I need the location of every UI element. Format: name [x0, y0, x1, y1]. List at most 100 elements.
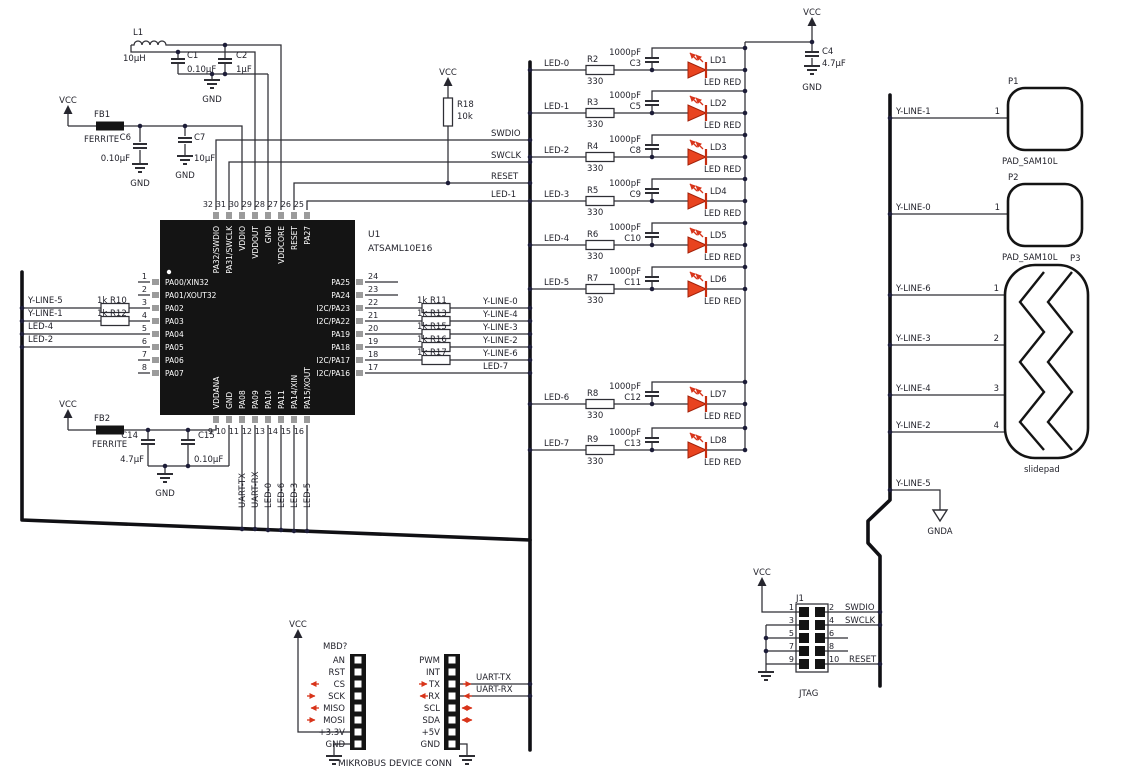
power-label: GND	[802, 83, 822, 93]
capacitor	[644, 100, 660, 106]
net-label: SWCLK	[845, 616, 875, 626]
ref-label: C1	[187, 51, 198, 61]
connector-label: MBD?	[323, 642, 347, 652]
capacitor	[644, 144, 660, 150]
led-channel: LED-4 R6 330 1000pF C10 LD5 LED RED	[530, 222, 745, 263]
pin-number: 7	[142, 350, 147, 359]
resistor-r16	[421, 341, 451, 353]
power-label: GND	[202, 95, 222, 105]
value-label: 1k	[417, 296, 427, 306]
ref-label: R10	[110, 296, 127, 306]
net-label: Y-LINE-1	[27, 309, 63, 319]
mcu: U1 ATSAML10E16 32 31 30 29 28 27 26 25 P…	[142, 200, 433, 436]
pin-number: 19	[368, 337, 378, 346]
pin-name: PA11	[277, 390, 286, 409]
power-label: VCC	[803, 8, 821, 18]
ref-label: LD6	[710, 275, 727, 285]
pin-name: PA05	[165, 343, 184, 352]
value-label: 0.10μF	[101, 154, 130, 164]
ref-label: R9	[587, 435, 598, 445]
capacitor	[644, 57, 660, 63]
resistor	[585, 444, 615, 456]
pin-number: 29	[242, 200, 252, 209]
vcc-symbol	[62, 408, 74, 431]
wires	[761, 598, 880, 672]
pin-number: 31	[216, 200, 226, 209]
value-label: LED RED	[704, 297, 742, 307]
pin-number: 9	[789, 655, 794, 664]
pin-name: PA27	[303, 226, 312, 245]
header-pin	[448, 668, 456, 676]
touch-pad-p1	[1006, 86, 1084, 152]
header-pin	[354, 680, 362, 688]
header-pin	[354, 716, 362, 724]
led-channel: LED-1 R3 330 1000pF C5 LD2 LED RED	[530, 90, 745, 131]
pin-number: 6	[829, 629, 834, 638]
ref-label: LD3	[710, 143, 727, 153]
value-label: 330	[587, 164, 603, 174]
part-label: PAD_SAM10L	[1002, 157, 1058, 167]
value-label: FERRITE	[92, 440, 127, 450]
mikrobus-left-header	[350, 654, 366, 750]
pin-name: VDDOUT	[251, 226, 260, 259]
net-label: UART-RX	[251, 471, 261, 508]
value-label: 1000pF	[609, 91, 641, 101]
value-label: 330	[587, 120, 603, 130]
ref-label: LD1	[710, 56, 727, 66]
resistor	[585, 283, 615, 295]
header-pin	[448, 740, 456, 748]
header-pin	[448, 680, 456, 688]
net-label: LED-4	[544, 234, 569, 244]
net-label: LED-2	[544, 146, 569, 156]
net-label: RESET	[849, 655, 877, 665]
junction-dots	[19, 39, 893, 699]
wires	[365, 281, 530, 374]
reset-pullup-section: VCC R18 10k SWDIO SWCLK RESET LED-1	[215, 68, 530, 210]
value-label: 4.7μF	[822, 59, 846, 69]
value-label: 10k	[457, 112, 473, 122]
pin-number: 30	[229, 200, 239, 209]
pin-number: 24	[368, 272, 378, 281]
pin1-marker	[166, 269, 172, 275]
ref-label: R12	[110, 309, 127, 319]
resistor-r17	[421, 354, 451, 366]
jtag-pin	[815, 620, 825, 630]
value-label: 1k	[97, 296, 107, 306]
part-label: ATSAML10E16	[368, 244, 433, 254]
led-diode	[688, 272, 706, 297]
resistor-r13	[421, 315, 451, 327]
ref-label: FB1	[94, 110, 110, 120]
pin-name: PA03	[165, 317, 184, 326]
value-label: 0.10μF	[187, 65, 216, 75]
pin-name: PA25	[331, 278, 350, 287]
power-label: VCC	[439, 68, 457, 78]
ref-label: C14	[121, 431, 138, 441]
net-label: Y-LINE-0	[895, 203, 931, 213]
ref-label: R17	[430, 348, 447, 358]
net-label: Y-LINE-2	[482, 336, 518, 346]
pin-number: 20	[368, 324, 378, 333]
part-label: PAD_SAM10L	[1002, 253, 1058, 263]
mcu-body	[160, 220, 355, 415]
header-pin	[448, 692, 456, 700]
net-label: Y-LINE-1	[895, 107, 931, 117]
pin-number: 2	[142, 285, 147, 294]
vddana-filter-section: VCC FB2 FERRITE C14 4.7μF C15 0.10μF GND	[59, 400, 230, 499]
ref-label: R5	[587, 186, 598, 196]
net-label: LED-1	[491, 190, 516, 200]
ref-label: LD4	[710, 187, 727, 197]
mcu-right-rows: 1k R11 Y-LINE-0 1k R13 Y-LINE-4 1k R15 Y…	[365, 281, 530, 374]
ref-label: LD8	[710, 436, 727, 446]
pin-name: +5V	[422, 728, 441, 738]
slidepad-zigzag	[1018, 271, 1046, 451]
value-label: 330	[587, 208, 603, 218]
ref-label: FB2	[94, 414, 110, 424]
net-label: LED-4	[28, 322, 53, 332]
capacitor	[644, 232, 660, 238]
pin-name: I2C/PA17	[317, 356, 351, 365]
pin-number: 8	[142, 363, 147, 372]
pin-number: 4	[829, 616, 834, 625]
header-pin	[354, 740, 362, 748]
net-label: SWDIO	[845, 603, 875, 613]
header-pin	[354, 656, 362, 664]
